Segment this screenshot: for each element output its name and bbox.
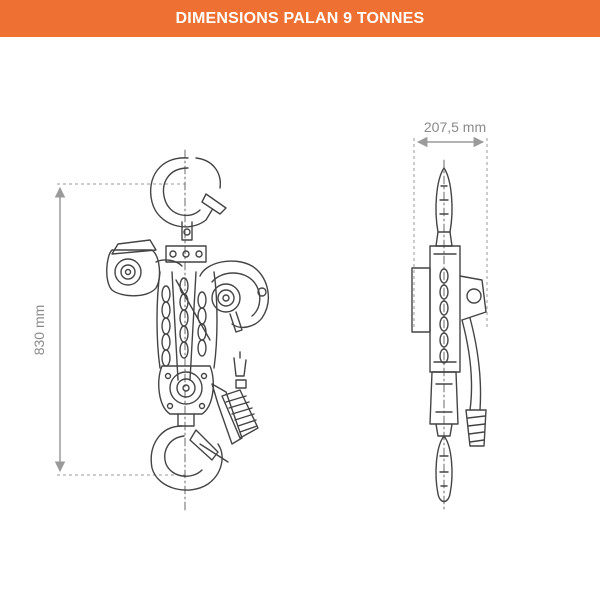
- bottom-hook: [150, 425, 229, 491]
- width-label: 207,5 mm: [424, 119, 486, 135]
- width-dimension: 207,5 mm: [413, 119, 488, 330]
- ratchet-selector: [233, 351, 247, 389]
- side-lower-block: [429, 371, 459, 425]
- height-dimension: 830 mm: [31, 183, 185, 476]
- banner-title: DIMENSIONS PALAN 9 TONNES: [175, 9, 425, 27]
- side-lever-handle: [461, 317, 487, 447]
- side-bottom-hook: [435, 423, 453, 503]
- lever-handle: [211, 383, 259, 445]
- side-view: [411, 159, 487, 513]
- height-label: 830 mm: [31, 305, 47, 356]
- title-banner: DIMENSIONS PALAN 9 TONNES: [0, 0, 600, 37]
- side-body: [411, 245, 487, 373]
- front-view: [106, 149, 269, 513]
- frame-plates: [156, 245, 218, 369]
- load-chains: [161, 271, 211, 381]
- lower-block: [158, 365, 214, 427]
- top-hook: [150, 157, 227, 241]
- left-gear-housing: [106, 239, 183, 297]
- lever-housing: [199, 260, 269, 333]
- side-chain: [439, 268, 449, 364]
